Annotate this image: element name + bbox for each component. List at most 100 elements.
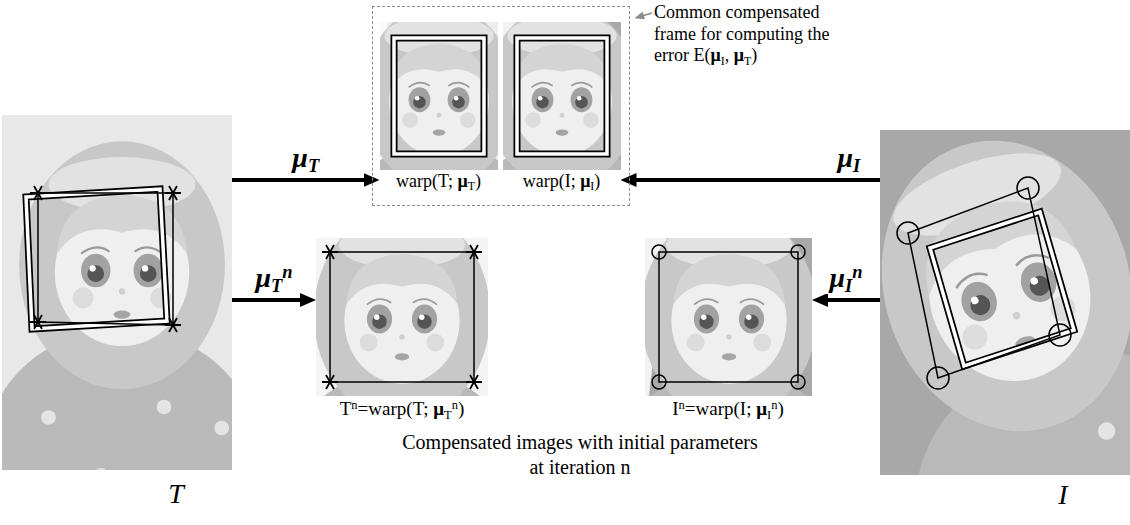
doll-brow bbox=[367, 299, 391, 304]
doll-mouth bbox=[114, 310, 131, 318]
image-label: warp(I; μI) bbox=[523, 171, 601, 193]
doll-eye bbox=[408, 87, 430, 112]
corner-circle bbox=[1049, 324, 1071, 346]
subscript: T bbox=[468, 179, 475, 193]
doll-pupil bbox=[413, 95, 425, 107]
warp-arrow bbox=[631, 178, 881, 182]
image-label: Tn=warp(T; μTn) bbox=[340, 398, 465, 421]
subscript: I bbox=[721, 54, 725, 68]
doll-eye bbox=[134, 254, 163, 288]
doll-hair bbox=[513, 43, 610, 87]
corner-star bbox=[466, 375, 482, 389]
doll-cheek bbox=[959, 321, 991, 353]
text-run: , bbox=[725, 45, 734, 65]
doll-pupil bbox=[417, 315, 431, 329]
region-outline bbox=[26, 189, 167, 329]
doll-cheek bbox=[687, 333, 705, 351]
doll-figure bbox=[645, 238, 812, 396]
corner-circle bbox=[927, 367, 949, 389]
corner-circle bbox=[791, 245, 805, 259]
region-outline bbox=[930, 212, 1074, 366]
subscript: T bbox=[444, 408, 452, 422]
doll-mouth bbox=[432, 129, 444, 135]
doll-cheek bbox=[583, 112, 599, 128]
doll-figure bbox=[880, 130, 1130, 475]
corner-star bbox=[30, 315, 46, 329]
mu-symbol: μ bbox=[255, 262, 271, 293]
doll-cheek bbox=[525, 112, 541, 128]
image-label: warp(T; μT) bbox=[396, 171, 481, 193]
doll-scarf bbox=[880, 130, 1130, 464]
doll-face bbox=[907, 186, 1113, 402]
parameter-label: μI bbox=[834, 143, 863, 174]
doll-dot bbox=[214, 421, 229, 436]
region-outline bbox=[394, 38, 484, 154]
corner-star bbox=[322, 375, 338, 389]
doll-pupil bbox=[372, 315, 386, 329]
image-illustration bbox=[316, 238, 488, 396]
doll-figure bbox=[380, 22, 498, 170]
doll-scarf bbox=[503, 22, 621, 170]
doll-figure bbox=[316, 238, 488, 396]
doll-cheek bbox=[426, 333, 444, 351]
region-outline bbox=[330, 252, 474, 382]
doll-eye bbox=[412, 305, 437, 334]
mu-symbol: μ bbox=[458, 171, 468, 191]
doll-pupil bbox=[575, 95, 587, 107]
text-run: Compensated images with initial paramete… bbox=[402, 431, 757, 478]
mu-symbol: μ bbox=[829, 262, 845, 293]
doll-cheek bbox=[460, 112, 476, 128]
text-run: =warp(I; bbox=[685, 398, 756, 419]
doll-eye bbox=[570, 87, 592, 112]
doll-eye bbox=[81, 254, 110, 288]
doll-brow bbox=[740, 299, 764, 304]
mu-symbol: μ bbox=[837, 142, 853, 173]
corner-circle bbox=[652, 245, 666, 259]
corner-star bbox=[165, 318, 181, 332]
doll-brow bbox=[531, 82, 552, 87]
text-run: =warp(T; bbox=[358, 398, 434, 419]
corner-circle bbox=[897, 222, 919, 244]
subscript: I bbox=[767, 408, 771, 422]
corner-circle bbox=[1017, 177, 1039, 199]
doll-eye-light bbox=[746, 315, 751, 320]
doll-nose bbox=[119, 288, 125, 294]
superscript: n bbox=[679, 398, 685, 412]
region-outline bbox=[517, 38, 607, 154]
doll-eye-light bbox=[1030, 276, 1039, 285]
doll-eye bbox=[694, 305, 719, 334]
doll-mouth bbox=[722, 353, 736, 360]
doll-pupil bbox=[452, 95, 464, 107]
image-illustration bbox=[645, 238, 812, 396]
warp-arrow bbox=[822, 298, 880, 302]
doll-brow bbox=[448, 82, 469, 87]
doll-nose bbox=[559, 113, 564, 118]
doll-scarf bbox=[645, 238, 812, 396]
doll-mouth bbox=[555, 129, 567, 135]
corner-star bbox=[466, 245, 482, 259]
corner-star bbox=[322, 245, 338, 259]
doll-figure bbox=[503, 22, 621, 170]
superscript: n bbox=[351, 398, 357, 412]
doll-nose bbox=[726, 334, 731, 339]
warped-template: warp(T; μT) bbox=[380, 22, 498, 194]
warp-arrow bbox=[232, 178, 370, 182]
text-run: T bbox=[168, 478, 184, 509]
doll-brow bbox=[135, 247, 163, 253]
subscript: I bbox=[845, 276, 852, 296]
mu-symbol: μ bbox=[580, 171, 590, 191]
doll-eye-light bbox=[576, 95, 581, 100]
subscript: I bbox=[590, 179, 594, 193]
doll-eye bbox=[531, 87, 553, 112]
parameter-label: μTn bbox=[252, 263, 295, 294]
region-outline bbox=[517, 38, 607, 154]
image-illustration bbox=[880, 130, 1130, 475]
parameter-label: μIn bbox=[826, 263, 865, 294]
image-label: In=warp(I; μIn) bbox=[672, 398, 784, 421]
doll-nose bbox=[399, 334, 404, 339]
doll-brow bbox=[694, 299, 718, 304]
doll-eye bbox=[447, 87, 469, 112]
doll-eye-light bbox=[419, 315, 424, 320]
input-image: I bbox=[880, 130, 1130, 475]
